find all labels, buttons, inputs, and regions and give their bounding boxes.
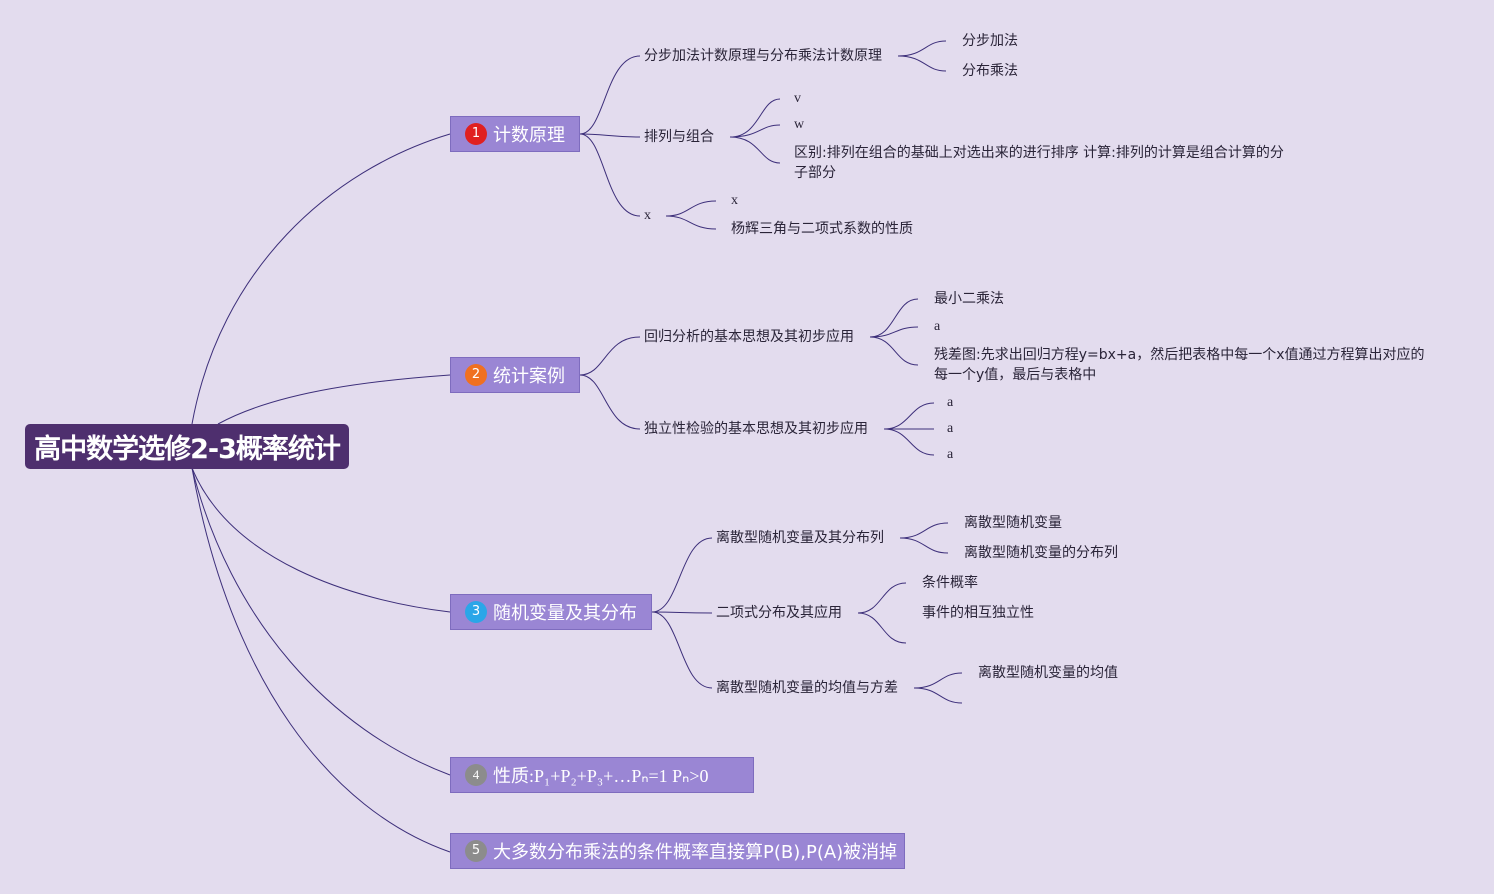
- branch-label: 计数原理: [493, 125, 565, 146]
- topic-regression-analysis[interactable]: 回归分析的基本思想及其初步应用: [644, 329, 854, 345]
- topic-item[interactable]: w: [794, 117, 805, 132]
- branch-statistics-cases[interactable]: 2 统计案例: [450, 357, 580, 393]
- topic-permutation-combination[interactable]: 排列与组合: [644, 129, 714, 145]
- link-b2-c2: [579, 374, 641, 430]
- topic-item-difference[interactable]: 区别:排列在组合的基础上对选出来的进行排序 计算:排列的计算是组合计算的分子部分: [794, 145, 1284, 181]
- link-b3-c1: [651, 537, 713, 613]
- branch-probability-property[interactable]: 4 性质:P₁+P₂+P₃+…Pₙ=1 Pₙ>0: [450, 757, 754, 793]
- branch-counting-principle[interactable]: 1 计数原理: [450, 116, 580, 152]
- branch-label: 大多数分布乘法的条件概率直接算P(B),P(A)被消掉: [493, 842, 898, 863]
- link-root-b1: [191, 133, 451, 425]
- number-badge-1: 1: [465, 123, 487, 145]
- branch-random-variables[interactable]: 3 随机变量及其分布: [450, 594, 652, 630]
- link-b1c3-items: [665, 200, 717, 230]
- topic-item-residual-plot[interactable]: 残差图:先求出回归方程y=bx+a，然后把表格中每一个x值通过方程算出对应的每一…: [934, 347, 1425, 383]
- link-b2c1-items: [869, 298, 919, 366]
- number-badge-4: 4: [465, 764, 487, 786]
- topic-item[interactable]: 事件的相互独立性: [922, 605, 1034, 621]
- link-b1-c2: [579, 133, 641, 138]
- link-root-b2: [217, 374, 451, 425]
- link-b1c1-items: [897, 40, 947, 72]
- link-b3c1-items: [899, 522, 949, 554]
- link-b3c2-items: [857, 582, 907, 644]
- topic-counting-principles[interactable]: 分步加法计数原理与分布乘法计数原理: [644, 48, 882, 64]
- topic-binomial-distribution[interactable]: 二项式分布及其应用: [716, 605, 842, 621]
- link-b3c3-items: [913, 672, 963, 704]
- topic-item[interactable]: 分布乘法: [962, 63, 1018, 79]
- topic-independence-test[interactable]: 独立性检验的基本思想及其初步应用: [644, 421, 868, 437]
- topic-item[interactable]: a: [947, 447, 954, 462]
- branch-label: 统计案例: [493, 366, 565, 387]
- branch-label: 性质:P₁+P₂+P₃+…Pₙ=1 Pₙ>0: [493, 766, 709, 786]
- link-b2c2-items: [883, 402, 935, 456]
- topic-item[interactable]: 杨辉三角与二项式系数的性质: [731, 221, 913, 237]
- topic-item[interactable]: 离散型随机变量的分布列: [964, 545, 1118, 561]
- number-badge-5: 5: [465, 840, 487, 862]
- branch-conditional-probability-note[interactable]: 5 大多数分布乘法的条件概率直接算P(B),P(A)被消掉: [450, 833, 905, 869]
- topic-item[interactable]: 离散型随机变量的均值: [978, 665, 1118, 681]
- branch-label: 随机变量及其分布: [493, 603, 637, 624]
- number-badge-3: 3: [465, 601, 487, 623]
- topic-item[interactable]: v: [794, 91, 801, 106]
- topic-item[interactable]: x: [731, 193, 738, 208]
- link-b1-c3: [579, 133, 641, 217]
- link-root-b4: [191, 467, 451, 776]
- topic-item[interactable]: 最小二乘法: [934, 291, 1004, 307]
- link-b2-c1: [579, 336, 641, 376]
- link-b3-c2: [651, 611, 713, 614]
- link-b1c2-items: [729, 98, 781, 164]
- topic-item[interactable]: 分步加法: [962, 33, 1018, 49]
- number-badge-2: 2: [465, 364, 487, 386]
- topic-item[interactable]: a: [947, 421, 954, 436]
- topic-item[interactable]: a: [947, 395, 954, 410]
- link-root-b5: [191, 467, 451, 853]
- topic-mean-variance[interactable]: 离散型随机变量的均值与方差: [716, 680, 898, 696]
- link-root-b3: [191, 467, 451, 613]
- topic-item[interactable]: a: [934, 319, 941, 334]
- topic-item[interactable]: 离散型随机变量: [964, 515, 1062, 531]
- topic-item[interactable]: 条件概率: [922, 575, 978, 591]
- topic-x[interactable]: x: [644, 208, 651, 223]
- topic-discrete-distribution[interactable]: 离散型随机变量及其分布列: [716, 530, 884, 546]
- root-topic[interactable]: 高中数学选修2-3概率统计: [25, 424, 349, 469]
- link-b1-c1: [579, 55, 641, 135]
- link-b3-c3: [651, 611, 713, 689]
